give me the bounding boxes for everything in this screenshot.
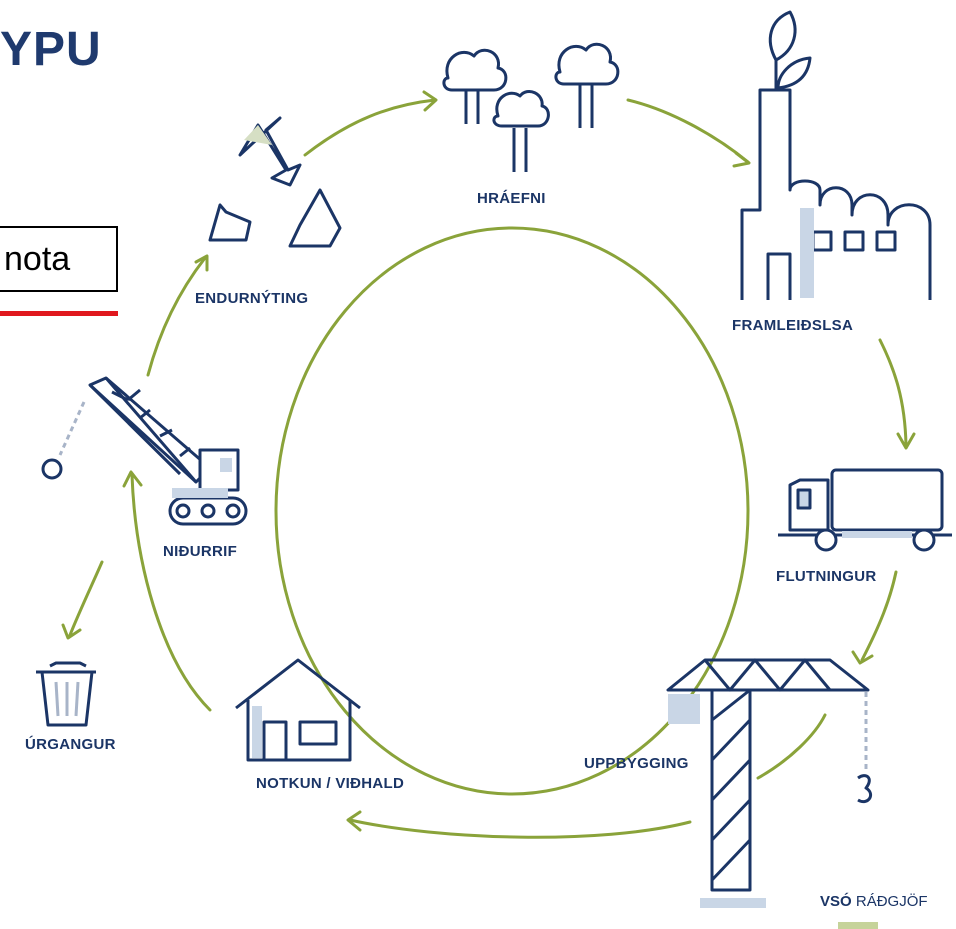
recycle-icon bbox=[208, 116, 342, 248]
center-circle bbox=[274, 226, 750, 796]
text-box[interactable]: nota bbox=[0, 226, 118, 292]
red-underline bbox=[0, 311, 118, 316]
arrow-uppbygging-to-notkun bbox=[348, 818, 692, 839]
arrow-framleidsla-to-flutningur bbox=[878, 338, 908, 447]
arrow-nidurrif-to-endurnyting bbox=[146, 256, 207, 377]
label-endurnyting: ENDURNÝTING bbox=[195, 290, 309, 307]
label-framleidsla: FRAMLEIÐSLSA bbox=[732, 317, 854, 334]
label-urgangur: ÚRGANGUR bbox=[25, 736, 116, 753]
crane-base bbox=[700, 898, 766, 908]
factory-icon bbox=[740, 10, 932, 300]
text-box-content: nota bbox=[4, 240, 71, 278]
label-uppbygging: UPPBYGGING bbox=[584, 755, 689, 772]
factory-shade bbox=[800, 208, 814, 298]
arrow-endurnyting-to-hraefni bbox=[303, 98, 437, 157]
crane-counterweight bbox=[668, 694, 700, 724]
house-icon bbox=[235, 658, 361, 762]
label-notkun: NOTKUN / VIÐHALD bbox=[256, 775, 405, 792]
crawler-crane-icon bbox=[41, 376, 248, 526]
arrow-flutningur-to-uppbygging bbox=[860, 570, 898, 662]
recycle-shade bbox=[244, 125, 272, 145]
truck-icon bbox=[778, 468, 952, 552]
arrowhead-6 bbox=[122, 470, 143, 488]
arrowhead-8 bbox=[61, 623, 82, 640]
brand-logo: VSÓ RÁÐGJÖF bbox=[820, 893, 928, 910]
arrowhead-5 bbox=[346, 810, 362, 832]
arrowhead-1 bbox=[422, 90, 438, 112]
label-nidurrif: NIÐURRIF bbox=[163, 543, 238, 560]
page-title: YPU bbox=[0, 23, 102, 76]
arrow-notkun-to-nidurrif bbox=[130, 473, 212, 712]
arrow-uppbygging-inner bbox=[756, 713, 827, 780]
tower-crane-icon bbox=[666, 658, 872, 892]
crawler-shade bbox=[172, 488, 228, 498]
label-hraefni: HRÁEFNI bbox=[477, 190, 546, 207]
crawler-window bbox=[220, 458, 232, 472]
house-shade bbox=[252, 706, 262, 758]
truck-shade bbox=[842, 531, 912, 538]
brand-bar bbox=[838, 922, 878, 929]
brand-bold: VSÓ bbox=[820, 893, 852, 910]
trash-can-icon bbox=[36, 661, 96, 727]
brand-rest: RÁÐGJÖF bbox=[855, 893, 928, 910]
trees-icon bbox=[442, 42, 620, 172]
arrow-hraefni-to-framleidsla bbox=[626, 98, 750, 164]
label-flutningur: FLUTNINGUR bbox=[776, 568, 877, 585]
arrowhead-7 bbox=[194, 254, 209, 272]
arrow-nidurrif-to-urgangur bbox=[68, 560, 104, 637]
arrowhead-4 bbox=[851, 650, 874, 665]
arrowhead-3 bbox=[896, 432, 916, 450]
arrowhead-2 bbox=[732, 151, 751, 168]
